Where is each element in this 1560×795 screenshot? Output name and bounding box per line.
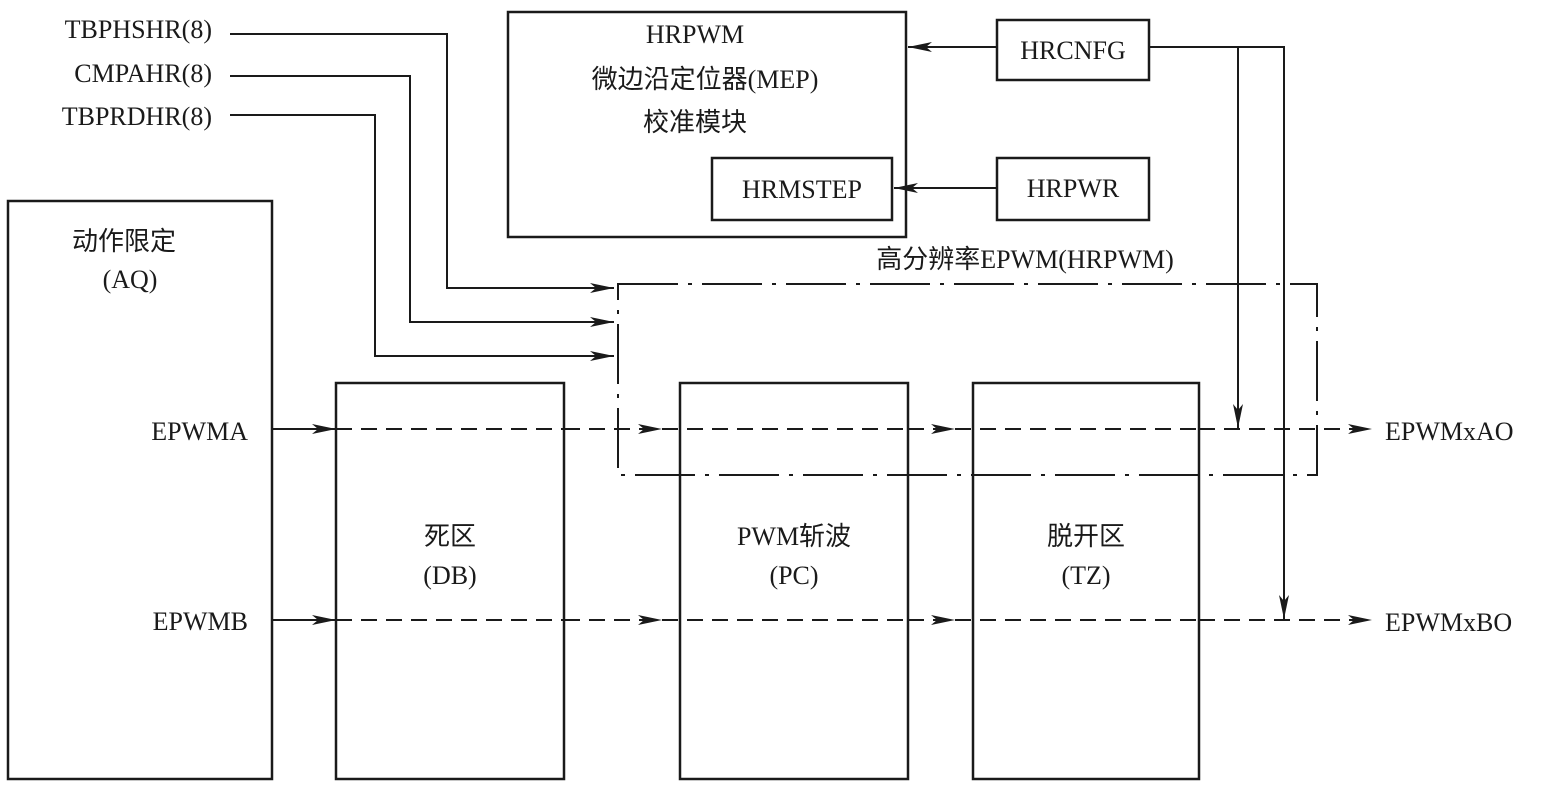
hrpwm-region-label: 高分辨率EPWM(HRPWM) xyxy=(876,245,1174,274)
aq-title-line2: (AQ) xyxy=(103,265,158,294)
hrpwm-region-outline xyxy=(617,283,1318,476)
mep-title-line2: 微边沿定位器(MEP) xyxy=(592,65,819,94)
mep-title-line3: 校准模块 xyxy=(643,108,747,137)
hrpwr-label: HRPWR xyxy=(1027,174,1120,203)
input-label-cmpahr: CMPAHR(8) xyxy=(74,59,212,88)
hrmstep-register-box xyxy=(710,156,894,222)
tbprdhr-wire xyxy=(230,114,614,361)
hrcnfg-register-box xyxy=(995,18,1151,82)
db-block xyxy=(334,381,566,781)
pc-title-line2: (PC) xyxy=(769,561,818,590)
output-label-epwmxao: EPWMxAO xyxy=(1385,417,1514,446)
cmpahr-wire xyxy=(230,75,614,327)
tz-title-line2: (TZ) xyxy=(1061,561,1110,590)
input-label-tbprdhr: TBPRDHR(8) xyxy=(62,102,212,131)
tbphshr-wire xyxy=(230,33,614,293)
hrcnfg-to-path-b-wire xyxy=(1149,46,1289,619)
hrmstep-label: HRMSTEP xyxy=(742,175,862,204)
db-title-line2: (DB) xyxy=(423,561,476,590)
db-title-line1: 死区 xyxy=(424,522,476,551)
aq-block xyxy=(6,199,274,781)
tz-block xyxy=(971,381,1201,781)
output-label-epwmxbo: EPWMxBO xyxy=(1385,608,1512,637)
pc-title-line1: PWM斩波 xyxy=(737,522,851,551)
pc-block xyxy=(678,381,910,781)
hrcnfg-to-path-a-wire xyxy=(1149,46,1243,428)
tz-title-line1: 脱开区 xyxy=(1047,522,1125,551)
mep-title-line1: HRPWM xyxy=(646,20,744,49)
input-label-tbphshr: TBPHSHR(8) xyxy=(65,15,212,44)
aq-epwmb-label: EPWMB xyxy=(153,607,248,636)
aq-title-line1: 动作限定 xyxy=(72,227,176,256)
hrcnfg-label: HRCNFG xyxy=(1020,36,1125,65)
mep-calibration-block xyxy=(506,10,908,239)
aq-epwma-label: EPWMA xyxy=(151,417,248,446)
